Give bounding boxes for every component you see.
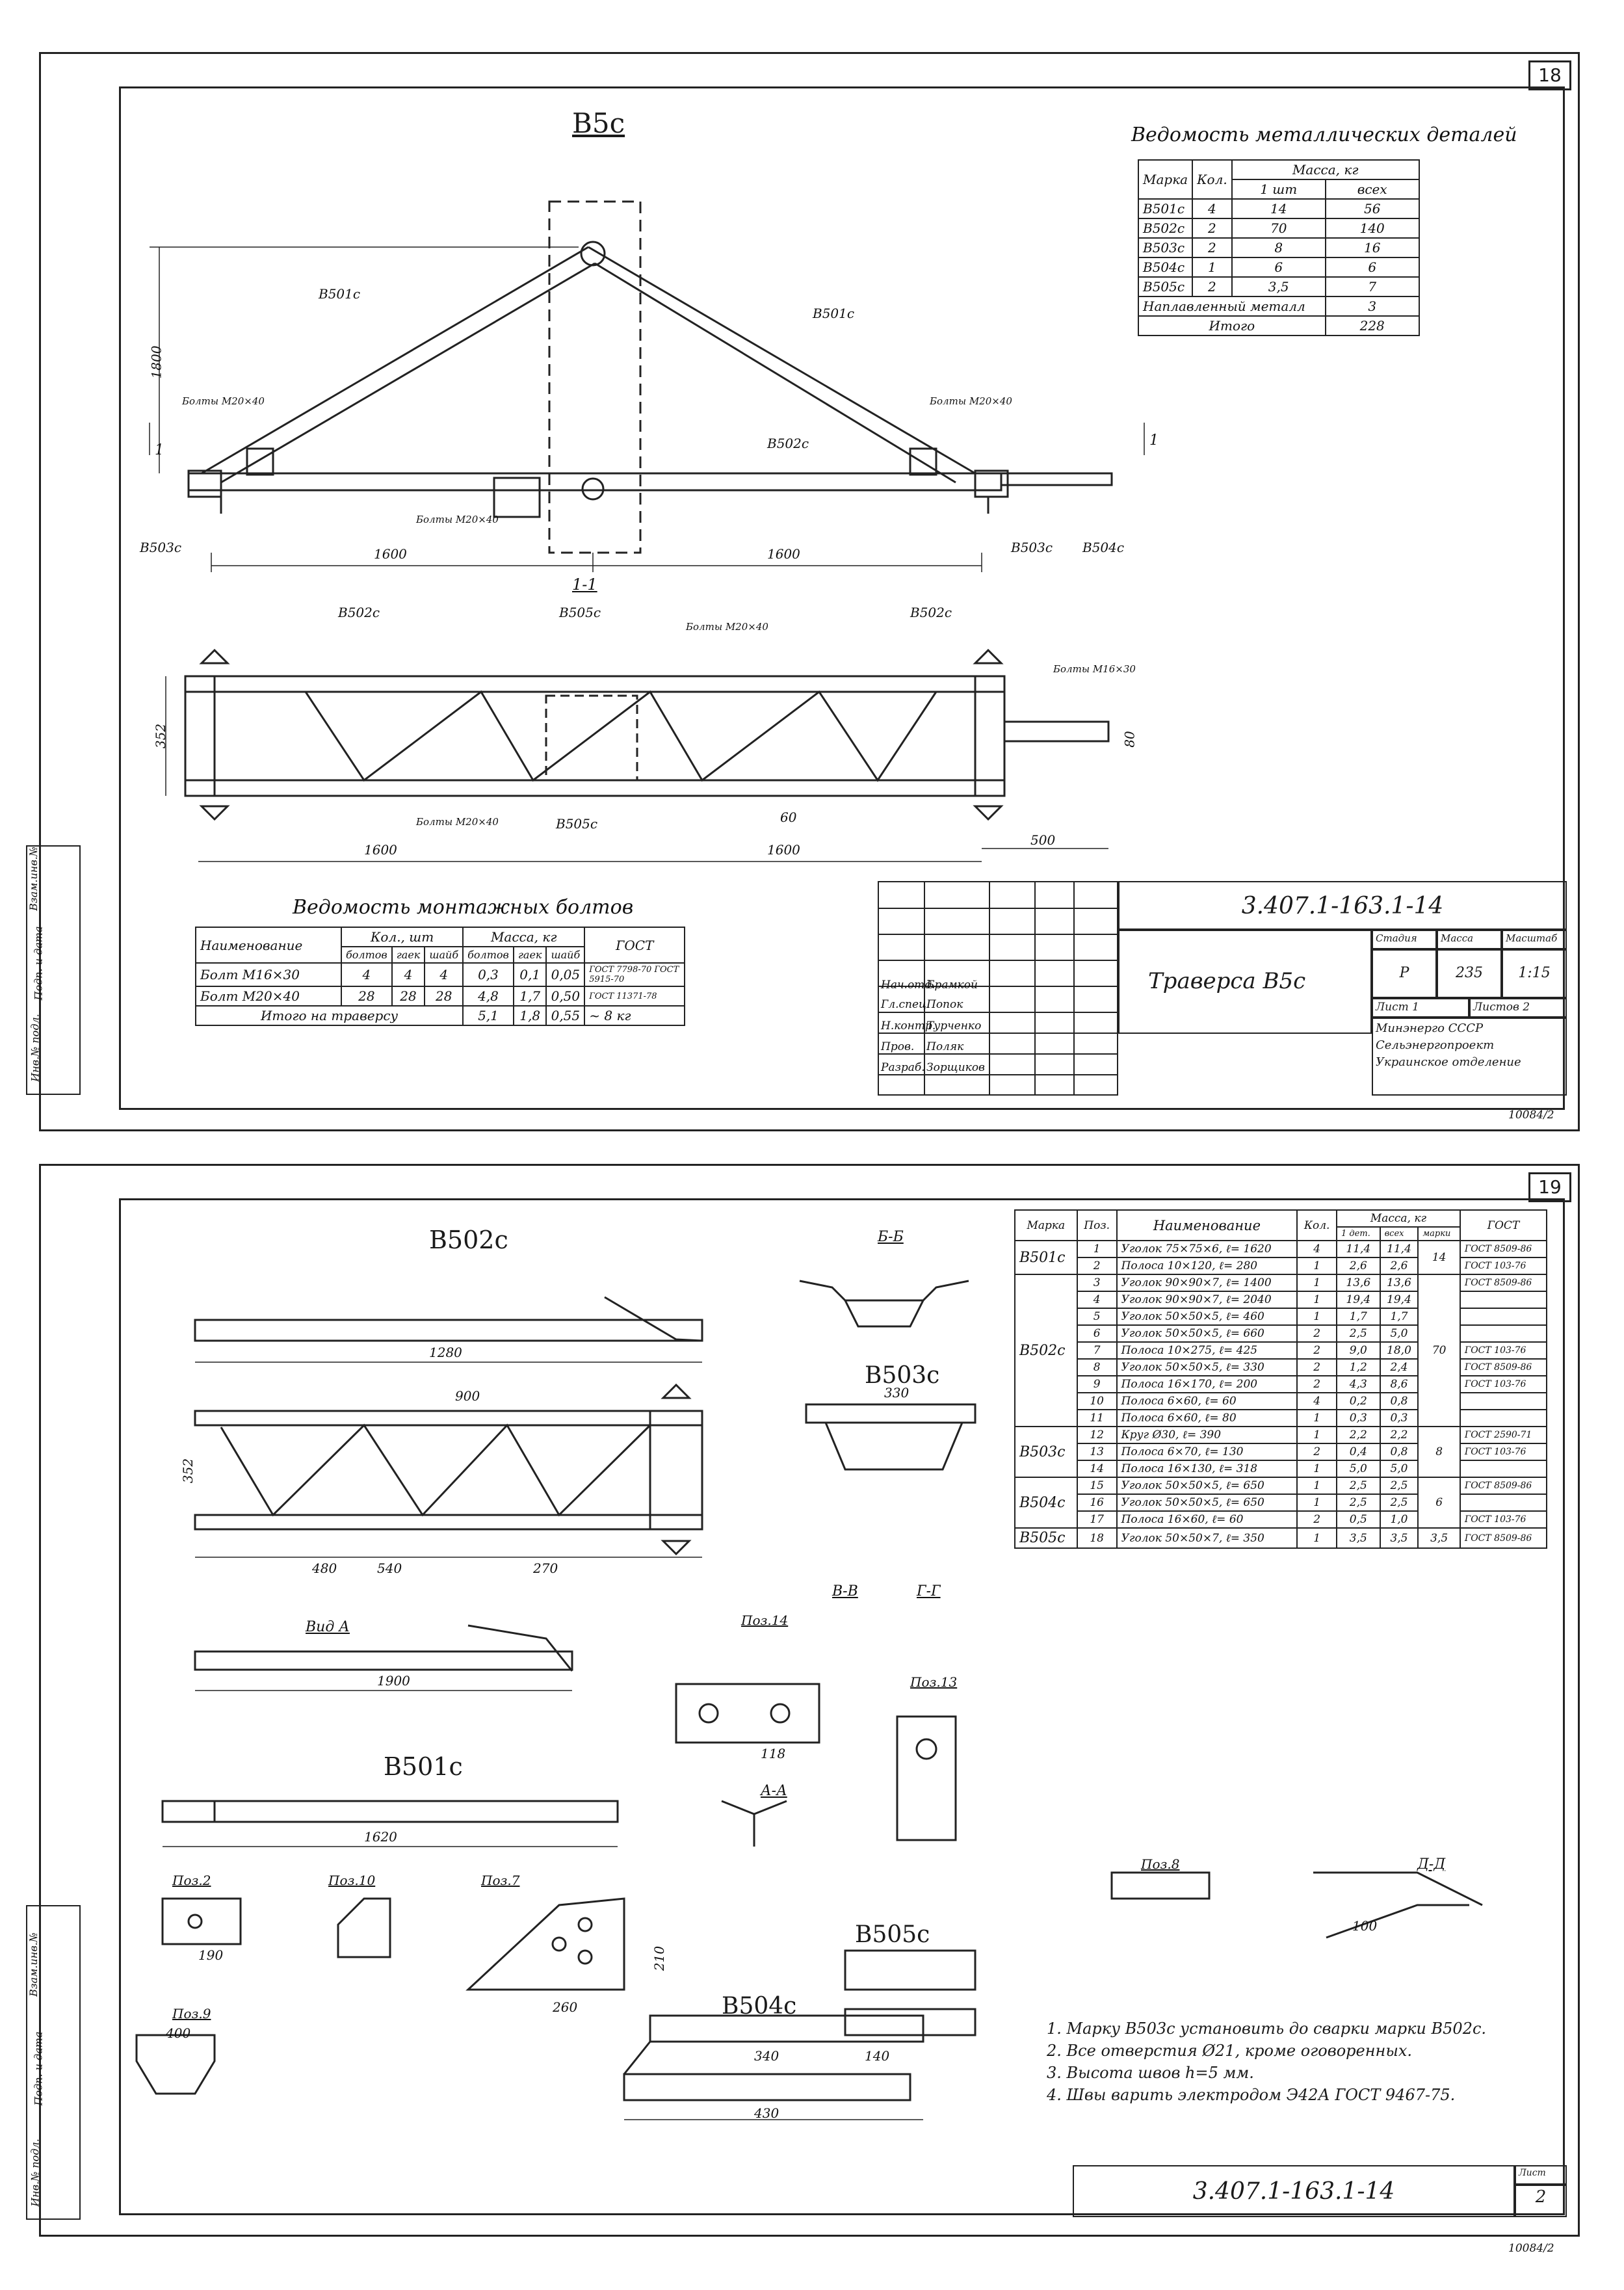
- sheet-2-frame: [119, 1198, 1565, 2215]
- mt-h-all: всех: [1324, 179, 1420, 200]
- label-bolts-right: Болты М20×40: [930, 395, 1012, 407]
- title-b502: В502с: [429, 1226, 508, 1254]
- truss-plan-drawing: [165, 648, 1110, 862]
- sheet-1-frame: [119, 86, 1565, 1110]
- label-b502-top: В502с: [767, 436, 809, 451]
- metal-table-title: Ведомость металлических деталей: [1131, 124, 1517, 146]
- sheet-2-footer: 10084/2: [1508, 2242, 1554, 2255]
- note-4: 4. Швы варить электродом Э42А ГОСТ 9467-…: [1047, 2086, 1456, 2104]
- label-bolts-left: Болты М20×40: [182, 395, 265, 407]
- stamp-code-cell: 3.407.1-163.1-14: [1118, 881, 1567, 930]
- mt-h-one: 1 шт: [1231, 179, 1326, 200]
- title-b505: В505с: [855, 1921, 930, 1948]
- stamp-org: Минэнерго СССР Сельэнергопроект Украинск…: [1372, 1018, 1567, 1096]
- spec-table: Марка Поз. Наименование Кол. Масса, кг Г…: [1014, 1209, 1548, 1549]
- mt-h-mass: Масса, кг: [1231, 159, 1420, 180]
- label-b503-right: В503с: [1011, 540, 1053, 555]
- label-b501-left: В501с: [319, 286, 361, 302]
- sheet-2-side-strip: Инв.№ подл. Подп. и дата Взам.инв.№: [26, 1905, 81, 2220]
- note-3: 3. Высота швов h=5 мм.: [1047, 2064, 1254, 2082]
- label-b505-bottom: В505с: [556, 816, 598, 832]
- title-b501: В501с: [384, 1752, 463, 1781]
- dim-plan-right: 1600: [767, 842, 800, 858]
- label-b503-left: В503с: [140, 540, 182, 555]
- dim-plan-left: 1600: [364, 842, 397, 858]
- mt-h-qty: Кол.: [1192, 159, 1233, 200]
- dim-1600-right: 1600: [767, 546, 800, 562]
- stamp-2-code-cell: 3.407.1-163.1-14: [1073, 2165, 1515, 2217]
- label-bolts-center: Болты М20×40: [416, 514, 499, 525]
- sheet-2: 19: [39, 1164, 1580, 2237]
- dim-1600-left: 1600: [374, 546, 407, 562]
- dim-500: 500: [1030, 832, 1056, 848]
- label-b501-right: В501с: [813, 306, 855, 321]
- section-mark-left: 1: [155, 442, 164, 458]
- label-bolts-bottom: Болты М20×40: [416, 816, 499, 828]
- stamp-signers-block: [878, 881, 1118, 1096]
- label-bolts-plan: Болты М20×40: [686, 621, 768, 633]
- section-mark-right: 1: [1149, 432, 1159, 449]
- truss-elevation-drawing: [149, 200, 1145, 572]
- note-2: 2. Все отверстия Ø21, кроме оговоренных.: [1047, 2042, 1413, 2060]
- bolts-table-title: Ведомость монтажных болтов: [293, 896, 634, 919]
- sheet-1-side-strip: Инв.№ подл. Подп. и дата Взам.инв.№: [26, 845, 81, 1095]
- mt-h-mark: Марка: [1137, 159, 1194, 200]
- dim-60: 60: [780, 809, 797, 825]
- title-b503: В503с: [865, 1362, 940, 1389]
- sheet-2-number: 19: [1528, 1172, 1571, 1202]
- note-1: 1. Марку В503с установить до сварки марк…: [1047, 2020, 1487, 2038]
- drawing-title: В5с: [572, 107, 625, 139]
- bolts-table: Наименование Кол., шт Масса, кг ГОСТ бол…: [194, 927, 686, 1026]
- notes-block: 1. Марку В503с установить до сварки марк…: [1047, 2016, 1486, 2108]
- label-b502-plan-left: В502с: [338, 605, 380, 620]
- label-b502-plan-right: В502с: [910, 605, 952, 620]
- sheet-1-footer: 10084/2: [1508, 1109, 1554, 1122]
- label-bolts-m16: Болты М16×30: [1053, 663, 1136, 675]
- stamp-name-cell: Траверса В5с: [1118, 930, 1372, 1034]
- sheet-1: 18: [39, 52, 1580, 1131]
- sheet-1-number: 18: [1528, 60, 1571, 90]
- label-b504: В504с: [1082, 540, 1125, 555]
- label-b505-plan: В505с: [559, 605, 601, 620]
- section-label: 1-1: [572, 575, 597, 594]
